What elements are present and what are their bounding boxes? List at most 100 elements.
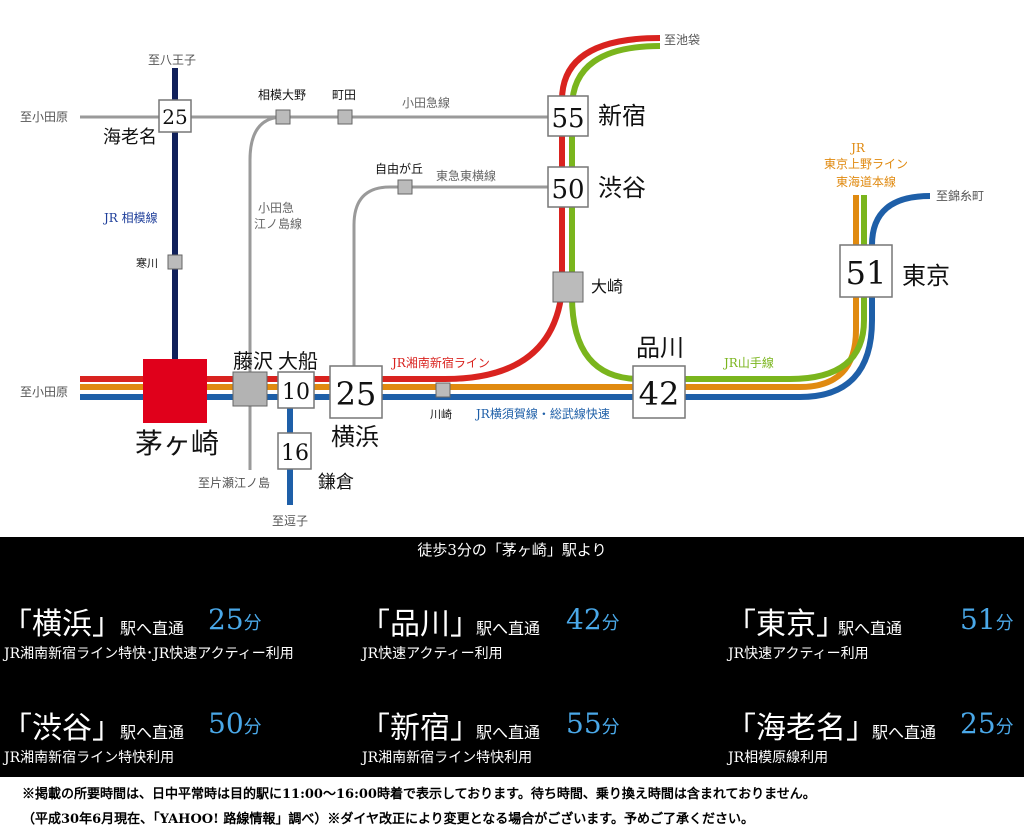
yokohama-box: [329, 365, 383, 419]
card-minutes: 50分: [208, 707, 262, 740]
chigasaki-label: 茅ヶ崎: [135, 427, 219, 460]
kawasaki-marker: [435, 382, 451, 398]
travel-card-shinjuku: 「新宿」 駅へ直通 55分 JR湘南新宿ライン特快利用: [360, 703, 700, 773]
enoshima-line-label-2: 江ノ島線: [254, 216, 302, 231]
yokohama-minutes: 25: [336, 375, 377, 413]
card-destination: 「横浜」: [2, 607, 122, 642]
card-route: JR相模原線利用: [728, 750, 829, 766]
card-destination: 「渋谷」: [2, 711, 122, 746]
shinjuku-label: 新宿: [598, 102, 646, 130]
tokaido-line: [80, 195, 859, 390]
card-destination: 「東京」: [726, 607, 846, 642]
direction-zushi: 至逗子: [272, 514, 308, 528]
footnotes: ※掲載の所要時間は、日中平常時は目的駅に11:00～16:00時着で表示しており…: [0, 777, 1024, 837]
travel-card-tokyo: 「東京」 駅へ直通 51分 JR快速アクティー利用: [726, 599, 1024, 669]
yokosuka-line-label: JR横須賀線・総武線快速: [474, 406, 610, 421]
footnote-line-1: ※掲載の所要時間は、日中平常時は目的駅に11:00～16:00時着で表示しており…: [22, 787, 816, 802]
ofuna-minutes: 10: [282, 380, 310, 405]
direction-odawara-bottom: 至小田原: [20, 385, 68, 399]
direction-kinshicho: 至錦糸町: [936, 188, 984, 203]
tokyo-minutes: 51: [846, 254, 887, 292]
route-map: 25 10 25 16 42 51 50 55 茅ヶ崎 藤沢 大船 横浜 鎌倉 …: [20, 33, 985, 528]
tokyo-box: [839, 244, 893, 298]
card-destination: 「新宿」: [360, 711, 480, 746]
panel-header: 徒歩3分の「茅ヶ崎」駅より: [417, 541, 607, 559]
shonan-line-label: JR湘南新宿ライン: [390, 355, 490, 370]
card-eki-label: 駅へ直通: [476, 619, 541, 638]
sagamiono-marker: [275, 109, 291, 125]
card-minutes: 55分: [566, 707, 620, 740]
jr-label: JR: [849, 141, 866, 155]
card-eki-label: 駅へ直通: [476, 723, 541, 742]
kamakura-label: 鎌倉: [318, 472, 354, 493]
travel-card-shinagawa: 「品川」 駅へ直通 42分 JR快速アクティー利用: [360, 599, 700, 669]
travel-card-shibuya: 「渋谷」 駅へ直通 50分 JR湘南新宿ライン特快利用: [2, 703, 342, 773]
tokaido-line-label: 東海道本線: [836, 174, 896, 189]
samukawa-label: 寒川: [136, 256, 158, 270]
yamanote-line: [569, 43, 867, 382]
card-route: JR湘南新宿ライン特快･JR快速アクティー利用: [4, 646, 294, 662]
kamakura-minutes: 16: [281, 441, 309, 466]
card-route: JR湘南新宿ライン特快利用: [4, 750, 175, 766]
sagamiono-label: 相模大野: [258, 88, 306, 102]
tokyo-label: 東京: [902, 262, 950, 290]
osaki-marker: [552, 271, 584, 303]
card-route: JR湘南新宿ライン特快利用: [362, 750, 533, 766]
card-minutes: 51分: [960, 603, 1014, 636]
ueno-tokyo-line-label: 東京上野ライン: [824, 157, 908, 171]
ebina-minutes: 25: [162, 105, 187, 129]
fujisawa-marker: [232, 371, 268, 407]
card-destination: 「海老名」: [726, 711, 876, 746]
card-destination: 「品川」: [360, 607, 480, 642]
card-eki-label: 駅へ直通: [872, 723, 937, 742]
odakyu-enoshima-line: [248, 115, 284, 470]
shinagawa-box: [632, 365, 686, 419]
sagami-line-label: JR 相模線: [102, 210, 158, 225]
shibuya-box: [547, 166, 589, 208]
osaki-label: 大崎: [591, 277, 623, 296]
travel-card-yokohama: 「横浜」 駅へ直通 25分 JR湘南新宿ライン特快･JR快速アクティー利用: [2, 599, 342, 669]
card-minutes: 25分: [208, 603, 262, 636]
machida-marker: [337, 109, 353, 125]
kamakura-box: [277, 432, 312, 470]
shinagawa-label: 品川: [636, 334, 684, 362]
machida-label: 町田: [332, 88, 356, 102]
tokyu-line-label: 東急東横線: [436, 168, 496, 183]
odakyu-line-label: 小田急線: [402, 95, 450, 110]
jiyugaoka-label: 自由が丘: [375, 161, 423, 176]
card-minutes: 42分: [566, 603, 620, 636]
shinagawa-minutes: 42: [639, 375, 680, 413]
card-eki-label: 駅へ直通: [120, 723, 185, 742]
card-minutes: 25分: [960, 707, 1014, 740]
enoshima-line-label-1: 小田急: [258, 200, 294, 215]
chigasaki-marker: [143, 359, 207, 423]
ebina-box: [158, 99, 192, 133]
tokyu-toyoko-line: [352, 185, 405, 380]
shibuya-label: 渋谷: [598, 174, 646, 202]
travel-time-panel: 徒歩3分の「茅ヶ崎」駅より 「横浜」 駅へ直通 25分 JR湘南新宿ライン特快･…: [0, 537, 1024, 777]
shibuya-minutes: 50: [551, 175, 584, 205]
yamanote-line-label: JR山手線: [722, 355, 774, 370]
samukawa-marker: [167, 254, 183, 270]
direction-katase-enoshima: 至片瀬江ノ島: [198, 475, 270, 490]
jiyugaoka-marker: [397, 179, 413, 195]
shinjuku-minutes: 55: [551, 104, 584, 134]
card-route: JR快速アクティー利用: [728, 646, 869, 662]
ofuna-label: 大船: [278, 349, 318, 373]
kawasaki-label: 川崎: [430, 407, 452, 421]
ofuna-box: [277, 371, 315, 409]
ebina-label: 海老名: [103, 127, 157, 148]
travel-card-ebina: 「海老名」 駅へ直通 25分 JR相模原線利用: [726, 703, 1024, 773]
footnote-line-2: （平成30年6月現在、「YAHOO! 路線情報」調べ）※ダイヤ改正により変更とな…: [22, 812, 754, 827]
card-eki-label: 駅へ直通: [838, 619, 903, 638]
direction-hachioji: 至八王子: [148, 53, 196, 67]
shinjuku-box: [547, 95, 589, 137]
card-eki-label: 駅へ直通: [120, 619, 185, 638]
card-route: JR快速アクティー利用: [362, 646, 503, 662]
direction-odawara-top: 至小田原: [20, 110, 68, 124]
yokosuka-sobu-line: [290, 193, 931, 400]
fujisawa-label: 藤沢: [233, 349, 273, 373]
direction-ikebukuro: 至池袋: [664, 33, 700, 47]
yokohama-label: 横浜: [331, 423, 379, 451]
